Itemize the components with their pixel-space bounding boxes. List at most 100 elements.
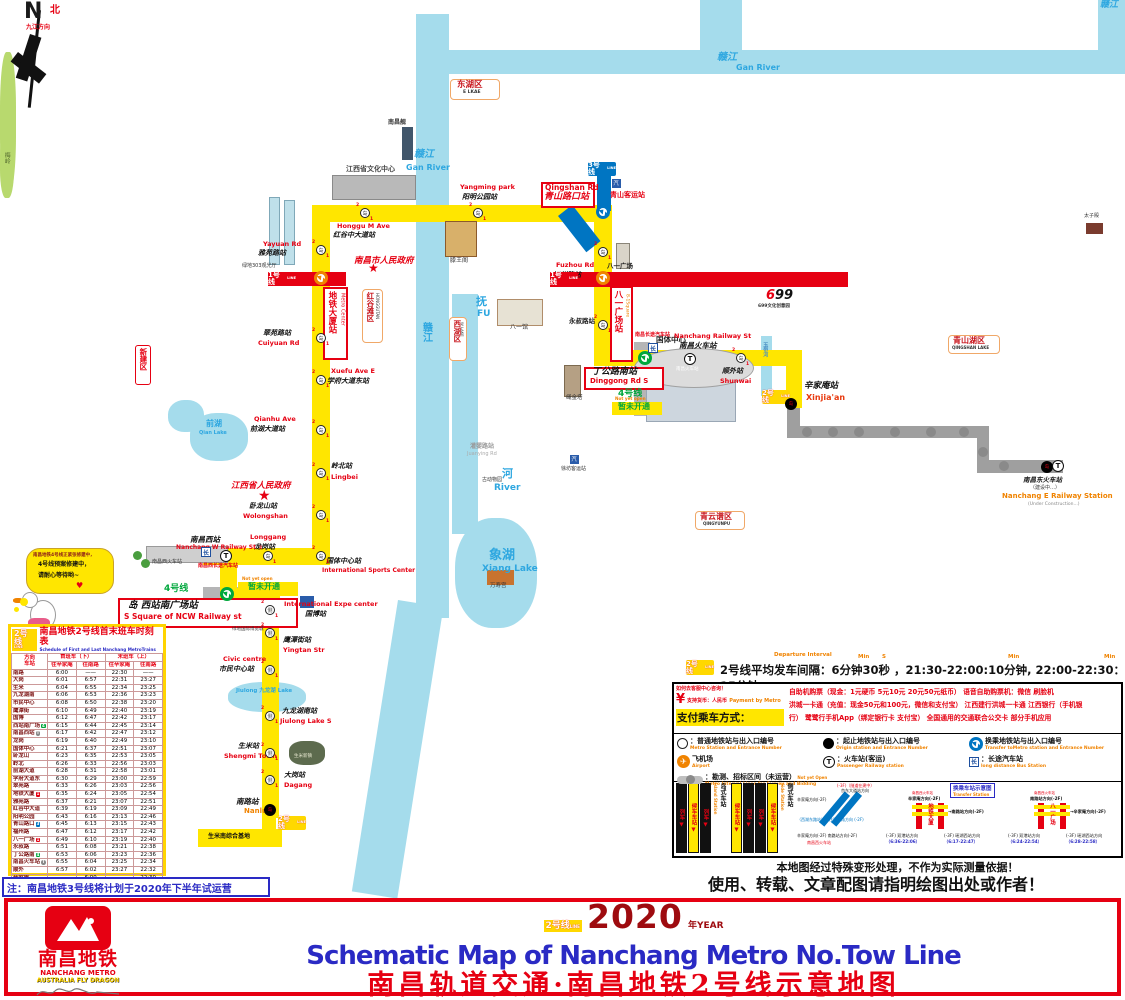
map-label: 八一广场站 — [612, 290, 623, 333]
expo-icon — [300, 596, 314, 608]
payment-line-3: 行） 鹭鹭行手机App（绑定银行卡 支付宝） 全国通用的交通联合公交卡 部分手机… — [789, 713, 1052, 722]
map-label: Nanlu — [244, 807, 267, 815]
map-label: 江西省文化中心 — [346, 165, 395, 173]
map-label: 4号线 — [618, 389, 643, 399]
survey-station-dot — [959, 427, 969, 437]
logo-mountain-icon — [45, 906, 111, 950]
map-label: Dagang — [284, 781, 313, 789]
map-label: 古动物园 — [482, 477, 503, 483]
map-label: Yayuan Rd — [263, 240, 302, 248]
timetable-subtitle: Schedule of First and Last Nanchang Metr… — [39, 646, 156, 652]
map-title-en: Schematic Map of Nanchang Metro No.Tow L… — [306, 941, 962, 971]
survey-station-dot — [999, 461, 1009, 471]
map-label: 99 — [775, 288, 794, 303]
map-label: 生米南综合基地 — [208, 833, 251, 840]
mascot-bubble-l2: 4号线预案修建中， — [38, 561, 91, 568]
map-label: 东湖区 — [457, 80, 483, 90]
map-label: 赣江 — [414, 149, 434, 160]
year-suffix: 年YEAR — [687, 921, 724, 931]
l3-l3: 辛家庵方向(-2F) — [797, 797, 827, 802]
map-label: 岭北站 — [331, 462, 352, 470]
map-label: 西湖区 — [452, 320, 462, 343]
map-label: 雅苑路站 — [258, 249, 286, 257]
terminal-nanchang-east: 岛 — [1041, 461, 1053, 473]
map-label: 学府大道东站 — [327, 377, 369, 385]
survey-station-dot — [854, 427, 864, 437]
map-label: 青山路口站 — [544, 192, 590, 202]
interval-min1: Min — [858, 654, 870, 660]
mascot-bubble-l3: 请耐心等待哟~ — [38, 572, 80, 579]
map-label: Xuefu Ave E — [331, 367, 375, 375]
map-label: 辛家庵站 — [804, 381, 839, 391]
gan-river-top-horizontal — [440, 50, 1125, 74]
transfer-qingshan-rd — [596, 205, 610, 219]
map-label: 青云谱区 — [700, 512, 732, 521]
map-label: 南昌长途汽车站 — [635, 332, 671, 338]
airport-icon: ✈ — [677, 755, 690, 768]
survey-segment — [787, 404, 800, 432]
bayi-monument — [616, 243, 630, 269]
line3-diagram: (-3F)（隧道在建中） 京东大道站方向 辛家庵方向(-2F) （西湖东路站）开… — [797, 783, 883, 853]
survey-station-dot — [890, 427, 900, 437]
timetable-title: 南昌地铁2号线首末班车时刻表 Schedule of First and Las… — [39, 627, 162, 652]
meiling-hills — [0, 128, 14, 198]
district-box-qingyunpu — [695, 511, 745, 530]
map-label: Jiulong Lake S — [280, 717, 332, 725]
map-label: 地铁大厦站 — [326, 291, 337, 334]
coach-west-bus-station: 长 — [201, 547, 211, 557]
map-label: 丁公路南站 — [592, 367, 638, 377]
map-label: Honggu M Ave — [337, 222, 390, 230]
map-label: 八一广场 — [607, 262, 633, 270]
map-label: International Sports Center — [322, 567, 416, 574]
shengjin-pagoda — [564, 365, 581, 397]
rail-icon: T — [823, 755, 835, 768]
map-label: 8-1Square — [624, 294, 630, 318]
map-label: Longgang — [250, 533, 287, 541]
map-label: Fuzhou Rd — [556, 261, 595, 269]
map-label: Not yet open — [242, 576, 273, 581]
map-label: 阳明公园站 — [462, 193, 497, 201]
label-box-bayi-square — [610, 286, 633, 362]
map-label: Yingtan Str — [283, 646, 325, 654]
rail-nanchang-east: T — [1052, 460, 1064, 472]
line2-segment — [312, 205, 612, 222]
map-label: Lingbei — [331, 473, 358, 481]
mascot-bubble — [26, 548, 114, 594]
l3-l2: 京东大道站方向 — [841, 788, 869, 793]
map-label: Wolongshan — [243, 512, 288, 520]
map-label: 河 — [502, 467, 513, 480]
map-label: 前湖大道站 — [250, 425, 285, 433]
payment-currency: 支持货币：人民币 — [687, 697, 728, 704]
payment-title: 支付乘车方式： — [676, 709, 784, 726]
payment-currency-en: Payment by Metro — [729, 697, 781, 704]
map-label: （建设中…） — [1030, 485, 1061, 491]
terminal-nanlu: 岛 — [264, 804, 276, 816]
map-label: 九龙湖南站 — [282, 707, 317, 715]
transfer-diagram-1: 南昌西火车站 辛家庵方向(-2F) 地铁大厦 →南路站方向(-2F) (-3F)… — [886, 791, 984, 844]
map-label: 暂未开通 — [248, 582, 280, 591]
map-label: (Under Construction...) — [1028, 502, 1080, 507]
